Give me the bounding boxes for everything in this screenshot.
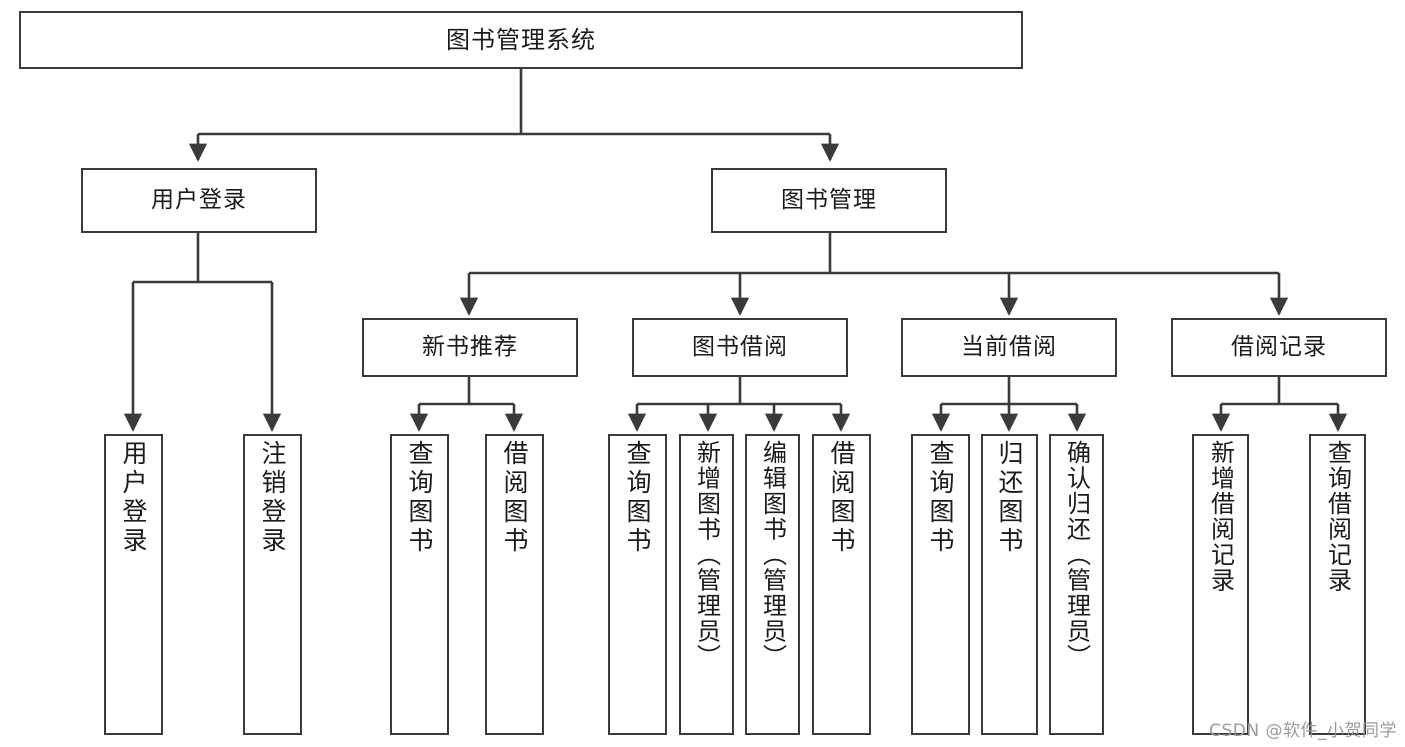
node-label: 确认归还（管理员） <box>1062 440 1091 670</box>
leaf-borrow-book-recommend[interactable]: 借阅图书 <box>485 434 544 735</box>
node-label: 归还图书 <box>995 440 1024 556</box>
node-book-borrow[interactable]: 图书借阅 <box>632 318 848 377</box>
node-user-login[interactable]: 用户登录 <box>81 168 317 233</box>
node-new-book-recommend[interactable]: 新书推荐 <box>362 318 578 377</box>
node-label: 新书推荐 <box>422 333 518 360</box>
leaf-borrow-book[interactable]: 借阅图书 <box>812 434 871 735</box>
node-label: 编辑图书（管理员） <box>758 440 787 670</box>
leaf-return-book[interactable]: 归还图书 <box>981 434 1038 735</box>
node-label: 用户登录 <box>119 440 148 556</box>
node-label: 查询图书 <box>405 440 434 556</box>
leaf-query-book-current[interactable]: 查询图书 <box>911 434 970 735</box>
leaf-query-book-borrow[interactable]: 查询图书 <box>608 434 667 735</box>
leaf-query-book-recommend[interactable]: 查询图书 <box>390 434 449 735</box>
node-current-borrow[interactable]: 当前借阅 <box>901 318 1117 377</box>
node-label: 图书管理 <box>781 186 877 213</box>
node-label: 当前借阅 <box>961 333 1057 360</box>
node-label: 图书管理系统 <box>446 25 596 54</box>
leaf-add-book-admin[interactable]: 新增图书（管理员） <box>679 434 734 735</box>
leaf-add-borrow-record[interactable]: 新增借阅记录 <box>1192 434 1249 735</box>
node-label: 图书借阅 <box>692 333 788 360</box>
node-label: 新增借阅记录 <box>1206 440 1235 593</box>
leaf-confirm-return-admin[interactable]: 确认归还（管理员） <box>1049 434 1104 735</box>
node-label: 借阅图书 <box>827 440 856 556</box>
leaf-logout-login[interactable]: 注销登录 <box>243 434 302 735</box>
node-label: 用户登录 <box>151 186 247 213</box>
node-borrow-record[interactable]: 借阅记录 <box>1171 318 1387 377</box>
node-label: 借阅记录 <box>1231 333 1327 360</box>
watermark: CSDN @软件_小贺同学 <box>1209 721 1397 741</box>
node-label: 查询借阅记录 <box>1323 440 1352 593</box>
node-label: 注销登录 <box>258 440 287 556</box>
node-label: 新增图书（管理员） <box>692 440 721 670</box>
node-label: 查询图书 <box>926 440 955 556</box>
node-root-book-management-system[interactable]: 图书管理系统 <box>19 11 1023 69</box>
node-label: 查询图书 <box>623 440 652 556</box>
node-book-management[interactable]: 图书管理 <box>711 168 947 233</box>
leaf-user-login[interactable]: 用户登录 <box>104 434 163 735</box>
node-label: 借阅图书 <box>500 440 529 556</box>
leaf-edit-book-admin[interactable]: 编辑图书（管理员） <box>745 434 800 735</box>
leaf-query-borrow-record[interactable]: 查询借阅记录 <box>1309 434 1366 735</box>
